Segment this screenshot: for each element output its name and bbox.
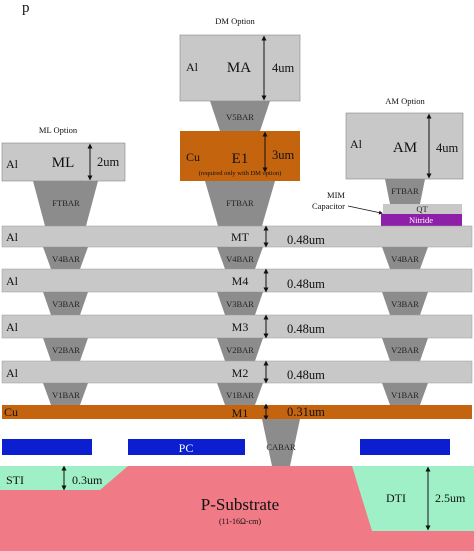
dm-ftbar-label: FTBAR xyxy=(226,198,254,208)
mt-name: MT xyxy=(231,230,250,244)
v2bar-via-middle xyxy=(217,338,263,361)
pc-bar-left xyxy=(2,439,92,455)
v3bar-via-left xyxy=(43,292,88,315)
v2bar-label-middle: V2BAR xyxy=(226,345,254,355)
v1bar-via-middle xyxy=(217,383,263,405)
am-metal-block xyxy=(345,112,464,180)
ml-ftbar-label: FTBAR xyxy=(52,198,80,208)
ml-material: Al xyxy=(6,157,19,171)
cabar-via xyxy=(262,419,300,466)
v2bar-label-left: V2BAR xyxy=(52,345,80,355)
v1bar-via-left xyxy=(43,383,88,405)
v3bar-via-right xyxy=(382,292,428,315)
v4bar-label-middle: V4BAR xyxy=(226,254,254,264)
ma-name: MA xyxy=(227,60,251,76)
mim-label-line2: Capacitor xyxy=(312,201,345,211)
nitride-label: Nitride xyxy=(409,215,433,225)
ma-material: Al xyxy=(186,60,199,74)
v4bar-via-left xyxy=(43,247,88,269)
m3-name: M3 xyxy=(232,320,249,334)
sti-name: STI xyxy=(6,473,24,487)
m2-name: M2 xyxy=(232,366,249,380)
cabar-label: CABAR xyxy=(266,442,296,452)
substrate-name: P-Substrate xyxy=(201,495,279,514)
v5bar-label: V5BAR xyxy=(226,112,254,122)
v3bar-label-middle: V3BAR xyxy=(226,299,254,309)
ml-metal-block xyxy=(1,142,126,182)
dti-name: DTI xyxy=(386,491,406,505)
mim-pointer-arrow xyxy=(347,205,383,215)
e1-copper-block xyxy=(180,131,300,181)
qt-layer xyxy=(383,204,462,214)
v1bar-label-left: V1BAR xyxy=(52,390,80,400)
cropped-text-fragment: p xyxy=(22,0,30,16)
v4bar-via-right xyxy=(382,247,428,269)
dti-region xyxy=(352,466,474,531)
e1-thickness: 3um xyxy=(272,148,295,162)
am-option-title: AM Option xyxy=(385,96,425,106)
m4-material: Al xyxy=(6,274,19,288)
v1bar-label-middle: V1BAR xyxy=(226,390,254,400)
am-thickness: 4um xyxy=(436,141,459,155)
v1bar-label-right: V1BAR xyxy=(391,390,419,400)
mt-thickness: 0.48um xyxy=(287,233,325,247)
v3bar-label-right: V3BAR xyxy=(391,299,419,309)
m3-material: Al xyxy=(6,320,19,334)
e1-note: (required only with DM option) xyxy=(199,170,282,177)
m4-thickness: 0.48um xyxy=(287,277,325,291)
v4bar-label-left: V4BAR xyxy=(52,254,80,264)
m1-material: Cu xyxy=(4,405,18,419)
pc-bar-middle xyxy=(128,439,245,455)
v2bar-label-right: V2BAR xyxy=(391,345,419,355)
m1-copper-level xyxy=(2,405,472,419)
substrate-note: (11-16Ω-cm) xyxy=(219,517,261,526)
ml-name: ML xyxy=(52,155,75,171)
e1-name: E1 xyxy=(232,151,249,167)
qt-label: QT xyxy=(416,204,428,214)
ma-metal-block xyxy=(179,34,301,102)
dm-ftbar-via xyxy=(205,181,275,226)
ma-thickness: 4um xyxy=(272,61,295,75)
dm-option-title: DM Option xyxy=(215,16,255,26)
pc-bar-right xyxy=(360,439,450,455)
m1-name: M1 xyxy=(232,406,249,420)
v2bar-via-left xyxy=(43,338,88,361)
v4bar-label-right: V4BAR xyxy=(391,254,419,264)
m2-material: Al xyxy=(6,366,19,380)
v4bar-via-middle xyxy=(217,247,263,269)
m4-name: M4 xyxy=(232,274,249,288)
sti-thickness: 0.3um xyxy=(72,473,103,487)
m2-thickness: 0.48um xyxy=(287,368,325,382)
am-material: Al xyxy=(350,137,363,151)
mt-material: Al xyxy=(6,230,19,244)
m1-thickness: 0.31um xyxy=(287,405,325,419)
nitride-layer xyxy=(381,214,462,226)
am-ftbar-via xyxy=(385,179,425,204)
v2bar-via-right xyxy=(382,338,428,361)
ml-thickness: 2um xyxy=(97,155,120,169)
am-ftbar-label: FTBAR xyxy=(391,186,419,196)
mim-label-line1: MIM xyxy=(327,190,345,200)
ml-option-title: ML Option xyxy=(39,125,78,135)
ml-ftbar-via xyxy=(33,181,98,226)
e1-material: Cu xyxy=(186,150,200,164)
m3-thickness: 0.48um xyxy=(287,322,325,336)
v3bar-label-left: V3BAR xyxy=(52,299,80,309)
am-name: AM xyxy=(393,140,417,156)
pc-label: PC xyxy=(179,441,194,455)
v3bar-via-middle xyxy=(217,292,263,315)
v1bar-via-right xyxy=(382,383,428,405)
v5bar-via xyxy=(210,101,270,131)
dti-thickness: 2.5um xyxy=(435,491,466,505)
